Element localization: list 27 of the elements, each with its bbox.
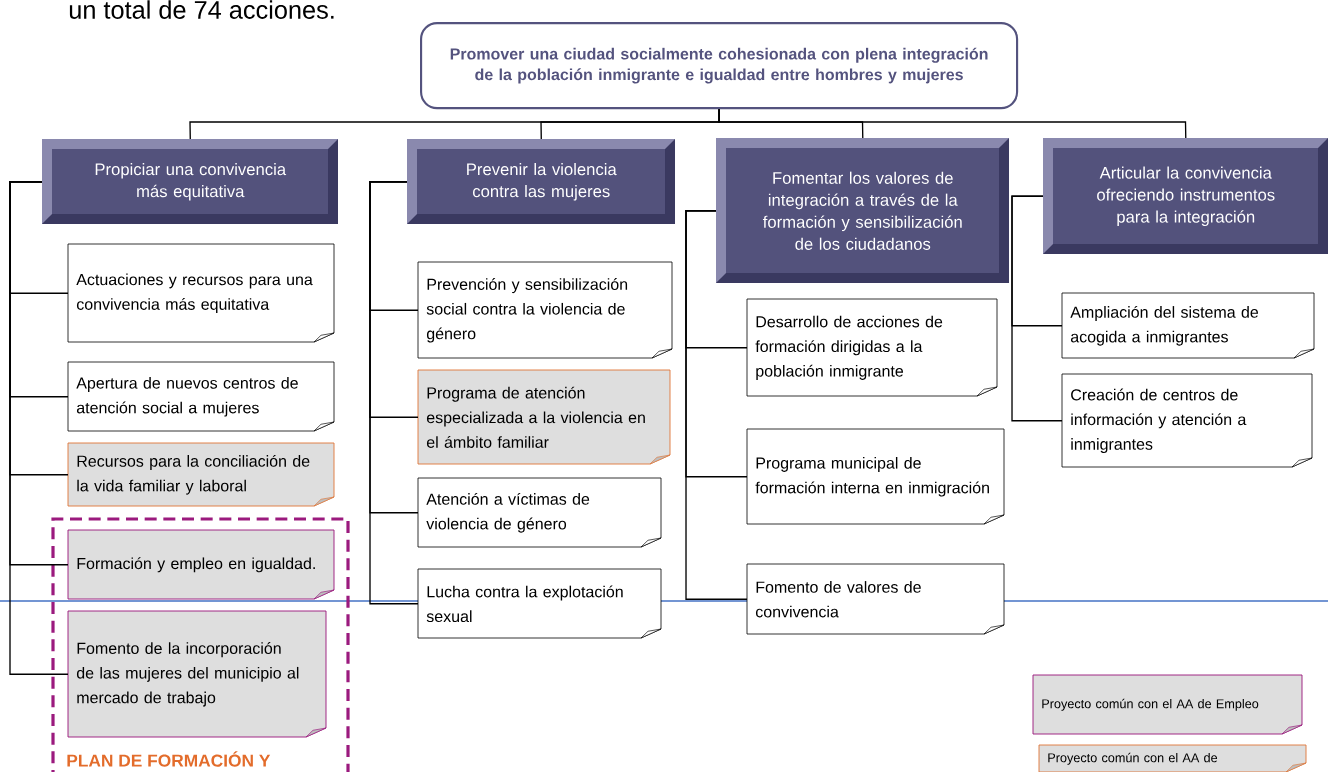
note-box: Programa de atención especializada a la violencia en el ámbito familiar xyxy=(417,369,671,465)
note-box: Desarrollo de acciones de formación dirigidas a la población inmigrante xyxy=(746,298,998,397)
note-box: Atención a víctimas de violencia de género xyxy=(417,477,662,548)
note-box: Formación y empleo en igualdad. xyxy=(67,529,335,600)
legend-note-box: Proyecto común con el AA de xyxy=(1038,744,1307,772)
note-box: Programa municipal de formación interna en inmigración xyxy=(746,428,1005,525)
note-box: Prevención y sensibilización social contra la violencia de género xyxy=(417,261,673,359)
objective-box: Articular la convivencia ofreciendo instrumentos para la integración xyxy=(1043,138,1328,254)
objective-box: Propiciar una convivencia más equitativa xyxy=(42,139,338,224)
note-box: Recursos para la conciliación de la vida familiar y laboral xyxy=(67,442,335,507)
note-box: Fomento de valores de convivencia xyxy=(746,563,1005,635)
connector-line xyxy=(369,181,419,605)
note-box: Lucha contra la explotación sexual xyxy=(417,568,662,639)
objective-box: Prevenir la violencia contra las mujeres xyxy=(407,139,675,224)
note-box: Ampliación del sistema de acogida a inmigrantes xyxy=(1061,292,1315,359)
note-box: Apertura de nuevos centros de atención social a mujeres xyxy=(67,361,335,432)
connector-line xyxy=(9,181,69,675)
connector-line xyxy=(685,210,748,600)
note-box: Creación de centros de información y atención a inmigrantes xyxy=(1061,373,1313,468)
connector-line xyxy=(1011,195,1063,422)
note-box: Fomento de la incorporación de las mujeres del municipio al mercado de trabajo xyxy=(67,610,327,738)
legend-note-box: Proyecto común con el AA de Empleo xyxy=(1032,674,1303,735)
note-box: Actuaciones y recursos para una convivencia más equitativa xyxy=(67,243,335,343)
objective-box: Fomentar los valores de integración a través de la formación y sensibilización de los ciudadanos xyxy=(716,138,1009,283)
intro-text: un total de 74 acciones. xyxy=(69,0,334,19)
goal-box: Promover una ciudad socialmente cohesionada con plena integración de la población inmigrante e igualdad entre hombres y mujeres xyxy=(420,22,1019,110)
connector-line xyxy=(718,108,1187,139)
